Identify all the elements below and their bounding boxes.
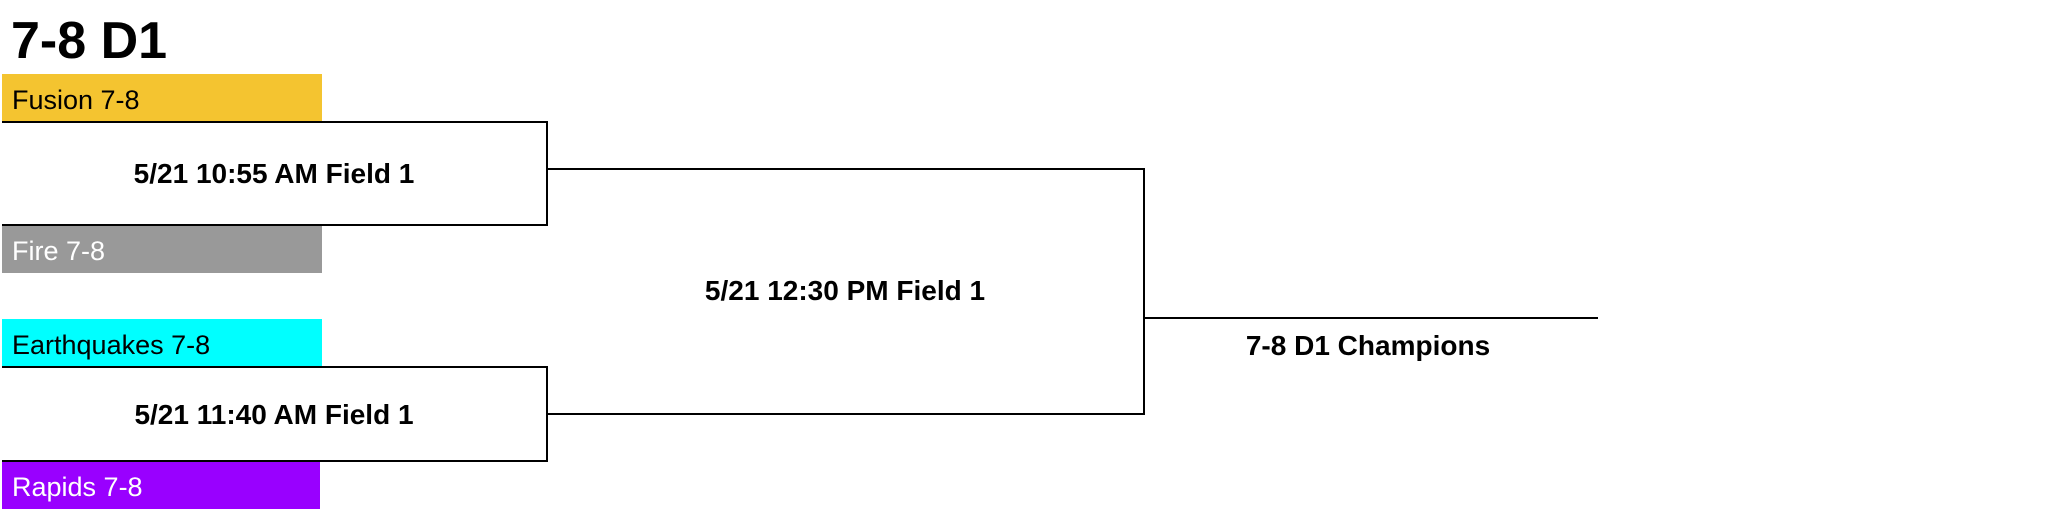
game-label-final: 5/21 12:30 PM Field 1 <box>705 275 985 306</box>
game-label-semifinal-1: 5/21 10:55 AM Field 1 <box>134 158 415 189</box>
team-name-earthquakes: Earthquakes 7-8 <box>12 330 210 360</box>
team-name-rapids: Rapids 7-8 <box>12 472 143 502</box>
game-label-semifinal-2: 5/21 11:40 AM Field 1 <box>134 399 413 430</box>
team-name-fire: Fire 7-8 <box>12 236 105 266</box>
team-slot-rapids <box>2 461 320 509</box>
bracket-title: 7-8 D1 <box>11 12 167 70</box>
team-slot-fusion <box>2 74 322 122</box>
team-name-fusion: Fusion 7-8 <box>12 85 140 115</box>
game-connector-final <box>547 168 1145 415</box>
team-slot-earthquakes <box>2 319 322 367</box>
champion-label: 7-8 D1 Champions <box>1246 330 1490 361</box>
game-connector-semifinal-1 <box>2 121 548 226</box>
team-slot-fire <box>2 225 322 273</box>
